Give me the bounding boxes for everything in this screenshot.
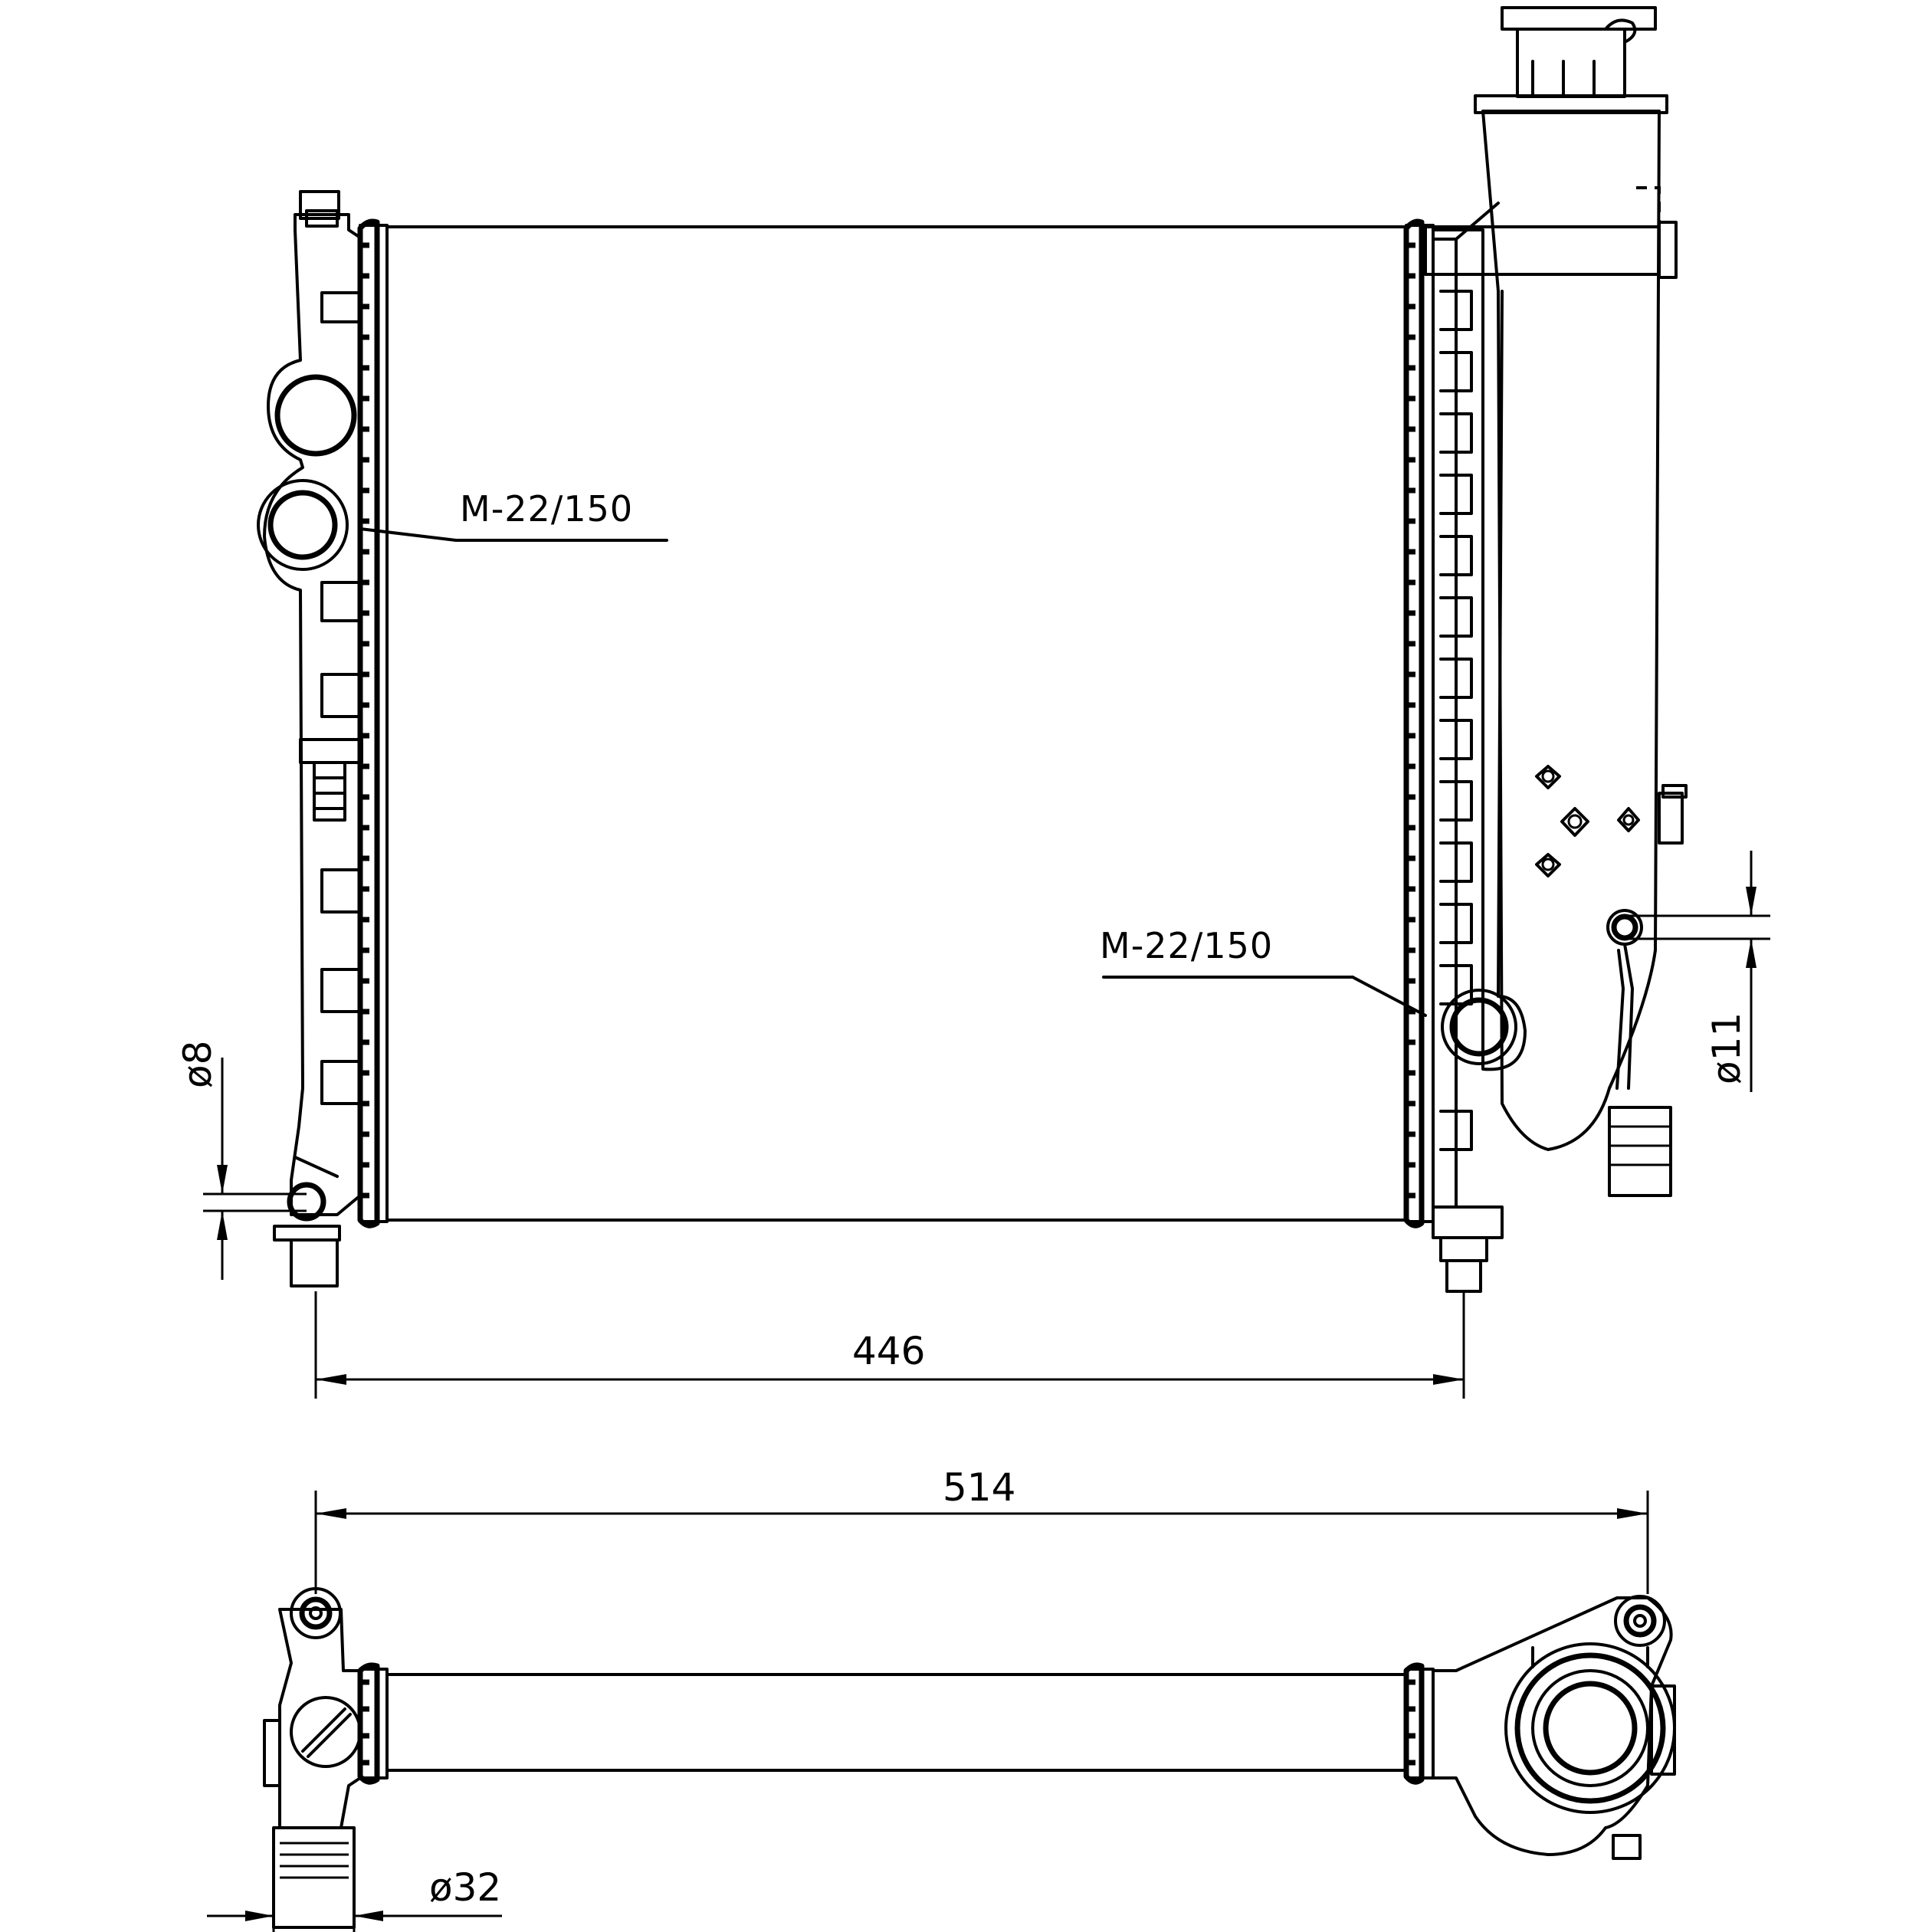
dimension-core-width: 446 (314, 1291, 1465, 1399)
dimension-label-diameter-11: ø11 (1704, 1012, 1749, 1084)
bottom-right-teeth (1406, 1679, 1415, 1766)
bottom-right-end (1403, 1595, 1676, 1860)
bottom-view: 514 (207, 1465, 1676, 1932)
right-crimp-teeth (1406, 242, 1415, 1199)
radiator-core (385, 225, 1408, 1222)
dimension-label-diameter-32: ø32 (429, 1865, 501, 1910)
right-header-tank (1403, 218, 1527, 1293)
radiator-core-bottom (385, 1673, 1408, 1772)
expansion-tank (1424, 6, 1688, 1197)
left-crimp-teeth (360, 242, 369, 1199)
material-callout-top: M-22/150 (359, 488, 668, 542)
dimension-diameter-8: ø8 (175, 1041, 307, 1280)
dimension-label-446: 446 (852, 1329, 925, 1373)
bottom-left-teeth (360, 1679, 369, 1766)
dimension-diameter-11: ø11 (1625, 851, 1770, 1092)
dimension-overall-width: 514 (314, 1465, 1649, 1594)
dimension-label-diameter-8: ø8 (175, 1041, 220, 1088)
dimension-label-514: 514 (943, 1465, 1015, 1510)
material-label-right: M-22/150 (1100, 925, 1273, 966)
left-header-tank (257, 190, 389, 1287)
bottom-left-end (263, 1587, 389, 1929)
material-callout-right: M-22/150 (1100, 925, 1427, 1017)
dimension-diameter-32: ø32 (207, 1865, 502, 1932)
front-view: M-22/150 M-22/150 ø8 ø11 (175, 6, 1770, 1399)
material-label-top: M-22/150 (460, 488, 633, 530)
